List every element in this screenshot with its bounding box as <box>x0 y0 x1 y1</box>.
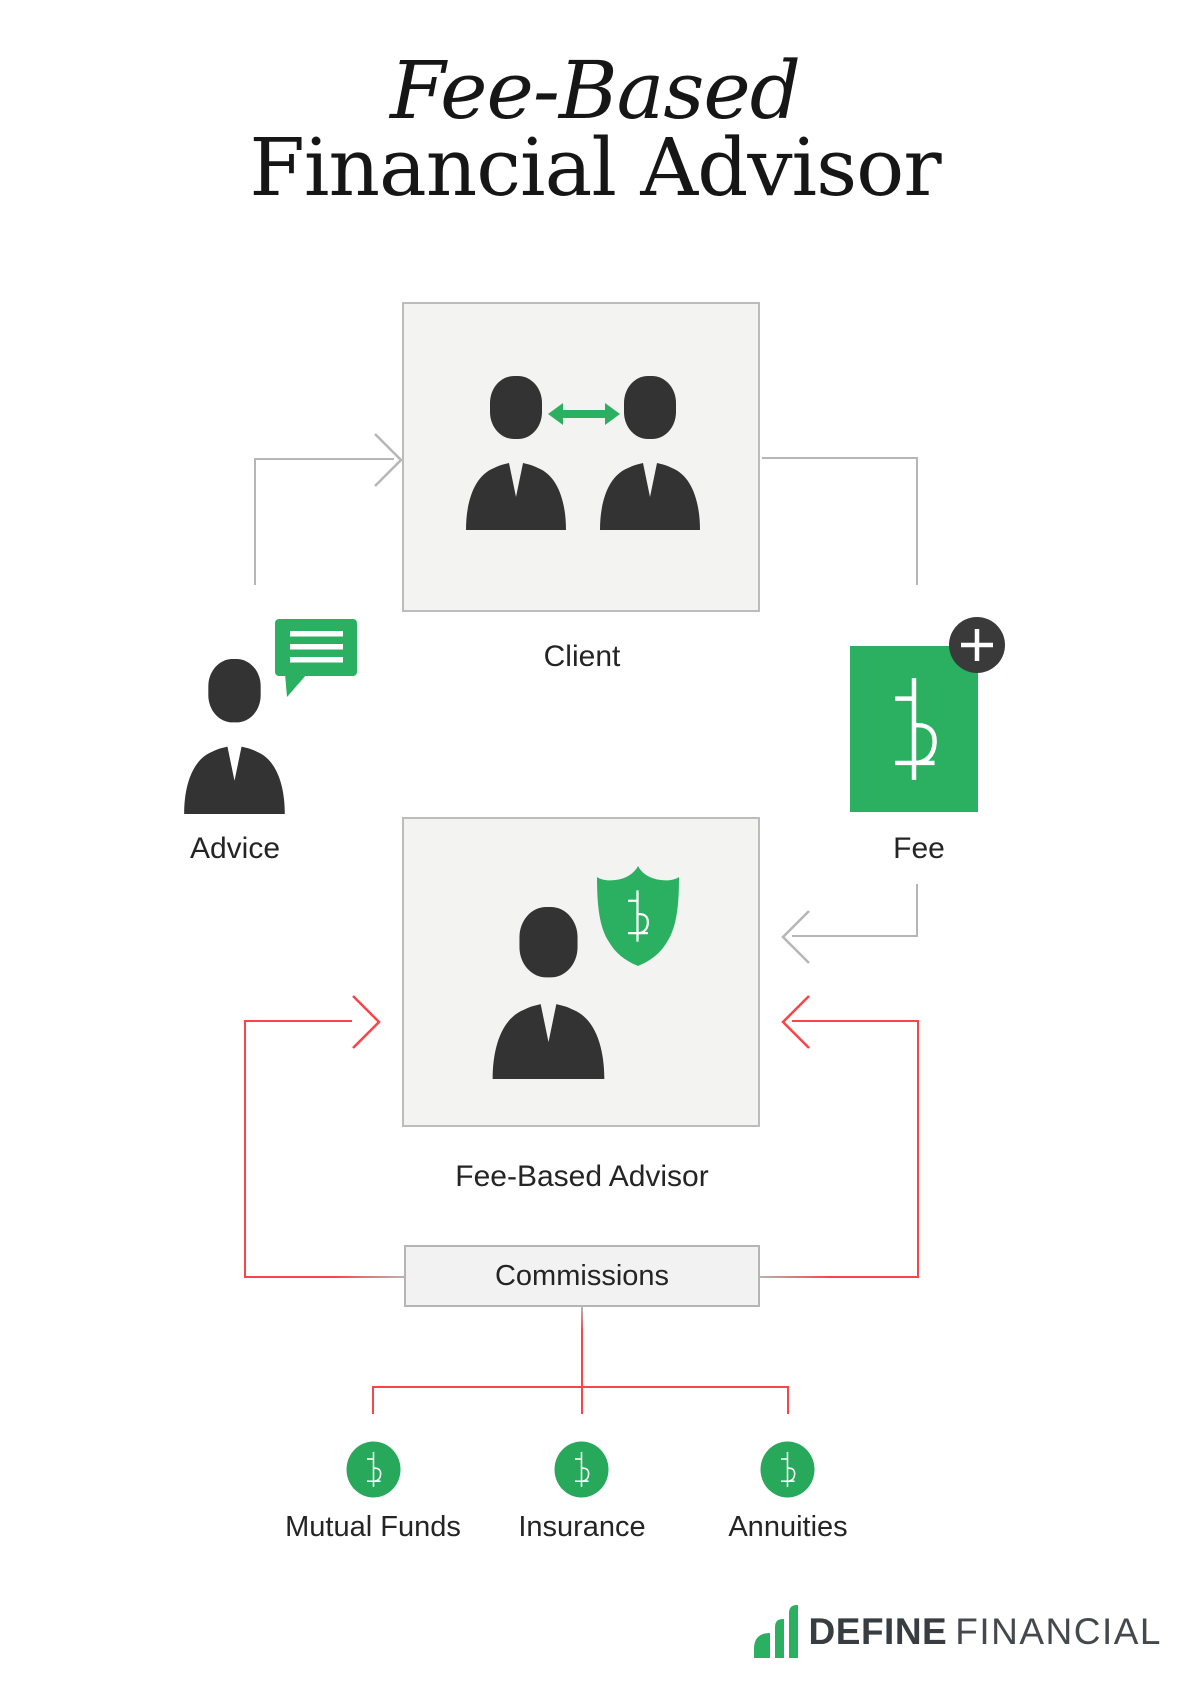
page-title: Fee-Based Financial Advisor <box>0 44 1190 214</box>
red-right-vertical <box>917 1021 919 1278</box>
arrowhead-into-advisor-gray <box>780 908 812 966</box>
dollar-circle-icon <box>554 1441 609 1498</box>
advisor-box <box>402 817 760 1127</box>
product-label-mutual-funds: Mutual Funds <box>285 1511 461 1543</box>
red-left-bottom <box>244 1276 406 1278</box>
commissions-box: Commissions <box>404 1245 760 1307</box>
person-icon <box>594 376 706 530</box>
red-drop-insurance <box>581 1386 583 1414</box>
red-drop-mutual-funds <box>372 1386 374 1414</box>
red-right-top <box>792 1020 919 1022</box>
page-title-line1: Fee-Based <box>390 44 801 137</box>
shield-dollar-icon <box>595 865 681 967</box>
client-box <box>402 302 760 612</box>
product-label-annuities: Annuities <box>728 1511 848 1543</box>
red-left-top <box>244 1020 352 1022</box>
arrowhead-into-client <box>372 431 404 489</box>
arrowhead-red-into-advisor-right <box>780 993 812 1051</box>
plus-icon <box>949 617 1005 673</box>
connector-advice-up <box>254 459 256 585</box>
brand-word-financial: FINANCIAL <box>955 1611 1162 1652</box>
connector-advice-to-client <box>254 458 394 460</box>
fee-label: Fee <box>893 832 945 865</box>
arrowhead-red-into-advisor-left <box>350 993 382 1051</box>
connector-fee-down <box>916 884 918 937</box>
person-icon <box>460 376 572 530</box>
bar-chart-icon <box>753 1605 798 1658</box>
dollar-document-icon <box>850 646 978 812</box>
commissions-label: Commissions <box>494 1260 670 1292</box>
page-title-line2: Financial Advisor <box>249 121 941 214</box>
person-icon <box>487 907 610 1079</box>
dollar-circle-icon <box>760 1441 815 1498</box>
red-right-bottom <box>758 1276 919 1278</box>
product-label-insurance: Insurance <box>518 1511 646 1543</box>
connector-client-right <box>762 457 918 459</box>
red-branch-horizontal <box>372 1386 789 1388</box>
chat-bubble-icon <box>275 619 357 697</box>
connector-client-to-fee <box>916 457 918 585</box>
brand-word-define: DEFINE <box>808 1611 948 1652</box>
red-left-vertical <box>244 1021 246 1278</box>
red-commissions-drop <box>581 1307 583 1387</box>
client-label: Client <box>543 640 621 673</box>
dollar-circle-icon <box>346 1441 401 1498</box>
double-arrow-icon <box>548 403 620 425</box>
advisor-label: Fee-Based Advisor <box>455 1160 709 1193</box>
connector-fee-to-advisor <box>792 935 918 937</box>
dollar-sign <box>624 889 651 943</box>
brand-logo: DEFINE FINANCIAL <box>753 1602 1162 1658</box>
dollar-sign <box>889 674 939 784</box>
red-drop-annuities <box>787 1386 789 1414</box>
advice-label: Advice <box>189 832 281 865</box>
